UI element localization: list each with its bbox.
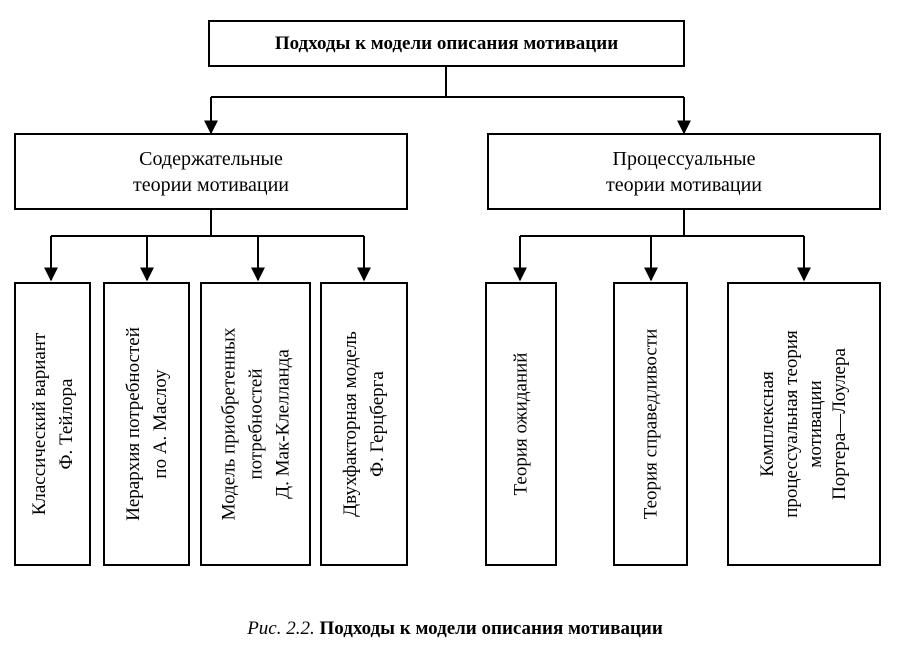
- equity-theory-box: Теория справедливости: [613, 282, 688, 566]
- mcclelland-line-2: потребностей: [245, 368, 266, 480]
- process-theories-box: Процессуальные теории мотивации: [487, 133, 881, 210]
- taylor-line-2: Ф. Тейлора: [55, 378, 77, 470]
- porter-lawler-line-3: мотивации: [805, 380, 826, 468]
- porter-lawler-line-2: процессуальная теория: [781, 330, 802, 518]
- porter-lawler-line-4: Портера—Лоулера: [829, 348, 850, 500]
- herzberg-line-1: Двухфакторная модель: [340, 331, 361, 517]
- herzberg-theory-box: Двухфакторная модель Ф. Герцберга: [320, 282, 408, 566]
- caption-title: Подходы к модели описания мотивации: [319, 618, 663, 639]
- mcclelland-theory-box: Модель приобретенных потребностей Д. Мак…: [200, 282, 311, 566]
- mcclelland-line-3: Д. Мак-Клелланда: [272, 349, 293, 499]
- caption-prefix: Рис. 2.2.: [247, 618, 315, 639]
- mcclelland-line-1: Модель приобретенных: [218, 327, 239, 521]
- figure-caption: Рис. 2.2. Подходы к модели описания моти…: [0, 618, 910, 640]
- maslow-theory-box: Иерархия потребностей по А. Маслоу: [103, 282, 190, 566]
- content-theories-box: Содержательные теории мотивации: [14, 133, 408, 210]
- content-theories-line-2: теории мотивации: [132, 173, 290, 196]
- porter-lawler-line-1: Комплексная: [757, 371, 778, 477]
- taylor-theory-box: Классический вариант Ф. Тейлора: [14, 282, 91, 566]
- porter-lawler-theory-box: Комплексная процессуальная теория мотива…: [727, 282, 881, 566]
- taylor-line-1: Классический вариант: [28, 332, 50, 516]
- root-box: Подходы к модели описания мотивации: [208, 20, 685, 67]
- process-theories-line-1: Процессуальные: [612, 147, 756, 170]
- process-theories-line-2: теории мотивации: [605, 173, 763, 196]
- root-label: Подходы к модели описания мотивации: [274, 32, 619, 54]
- expectancy-line-1: Теория ожиданий: [510, 352, 532, 496]
- equity-line-1: Теория справедливости: [640, 328, 661, 520]
- maslow-line-1: Иерархия потребностей: [122, 327, 144, 521]
- content-theories-line-1: Содержательные: [139, 147, 283, 170]
- maslow-line-2: по А. Маслоу: [149, 369, 171, 479]
- herzberg-line-2: Ф. Герцберга: [367, 371, 388, 477]
- expectancy-theory-box: Теория ожиданий: [485, 282, 557, 566]
